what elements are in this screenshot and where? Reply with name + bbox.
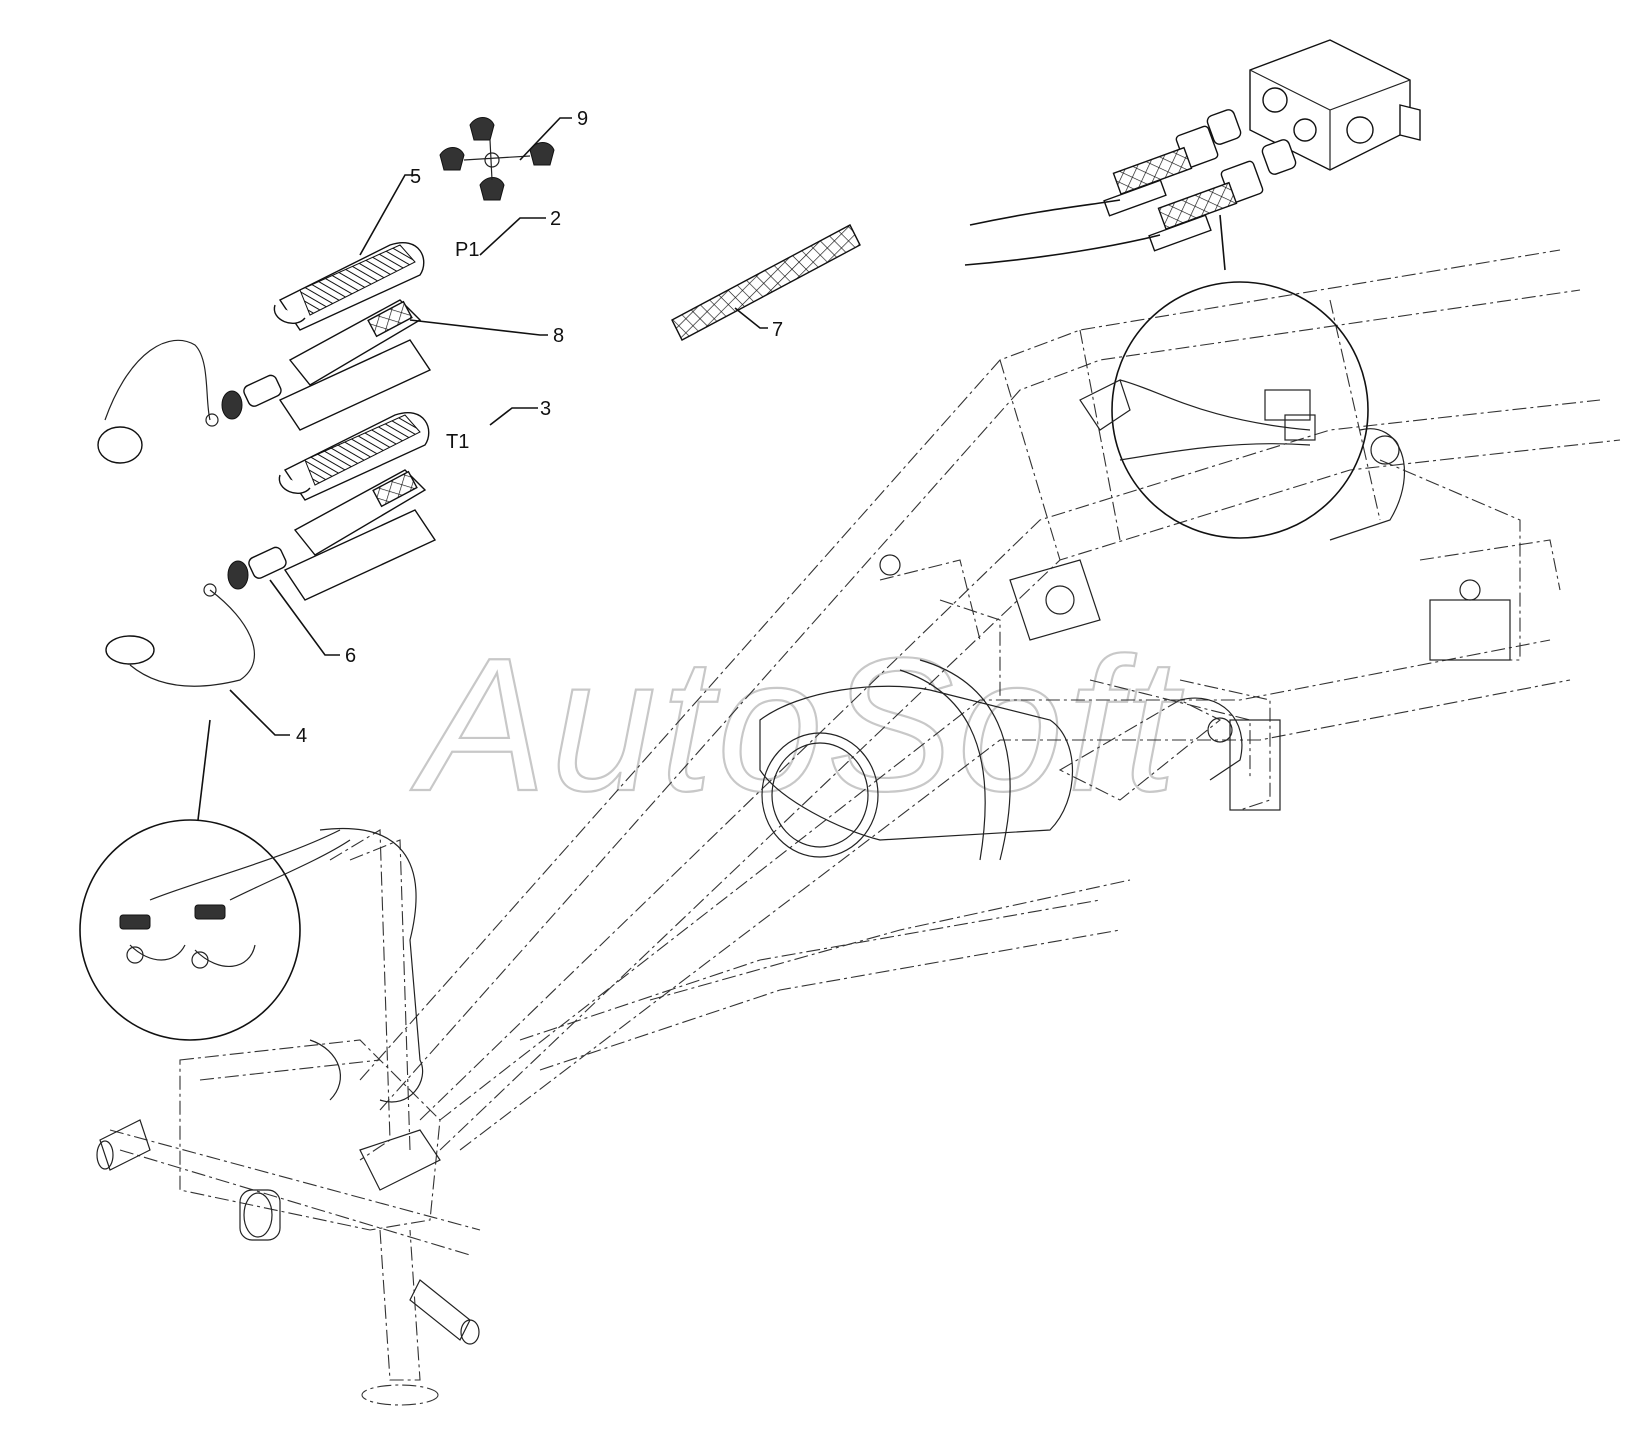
valve-block <box>964 39 1421 271</box>
hydraulic-fitting-lower <box>1148 139 1297 252</box>
tank <box>759 659 1074 861</box>
detail-circle-couplers <box>79 819 351 1041</box>
callout-9: 9 <box>577 108 588 130</box>
watermark-text: AutoSoft <box>410 619 1184 831</box>
chassis-frame <box>109 249 1621 1406</box>
part-9-clips <box>439 117 555 201</box>
callout-8: 8 <box>553 325 564 347</box>
callout-7: 7 <box>772 319 783 341</box>
callout-leaders <box>229 117 768 736</box>
callout-p1: P1 <box>455 239 479 261</box>
callout-6: 6 <box>345 645 356 667</box>
watermark: AutoSoft <box>409 618 1184 832</box>
hydraulic-fitting-upper <box>1103 109 1242 217</box>
callout-5: 5 <box>410 166 421 188</box>
part-4-dust-cap-lower <box>105 583 256 687</box>
callout-t1: T1 <box>446 431 469 453</box>
detail-circle-hoses <box>1079 281 1369 539</box>
part-3-grip-t1 <box>278 412 430 501</box>
callout-2: 2 <box>550 208 561 230</box>
part-5-grip-p1 <box>273 242 425 331</box>
part-7-sleeve <box>671 224 861 341</box>
leader-detail-4 <box>197 719 211 821</box>
part-8-coupler-lower <box>227 469 437 601</box>
callout-3: 3 <box>540 398 551 420</box>
part-8-coupler-upper <box>221 299 432 431</box>
callout-4: 4 <box>296 725 307 747</box>
drawbar-parts <box>96 428 1511 1345</box>
callout-labels: 9 5 2 P1 8 7 3 T1 6 4 <box>296 108 783 747</box>
part-4-dust-cap-upper <box>97 339 219 464</box>
